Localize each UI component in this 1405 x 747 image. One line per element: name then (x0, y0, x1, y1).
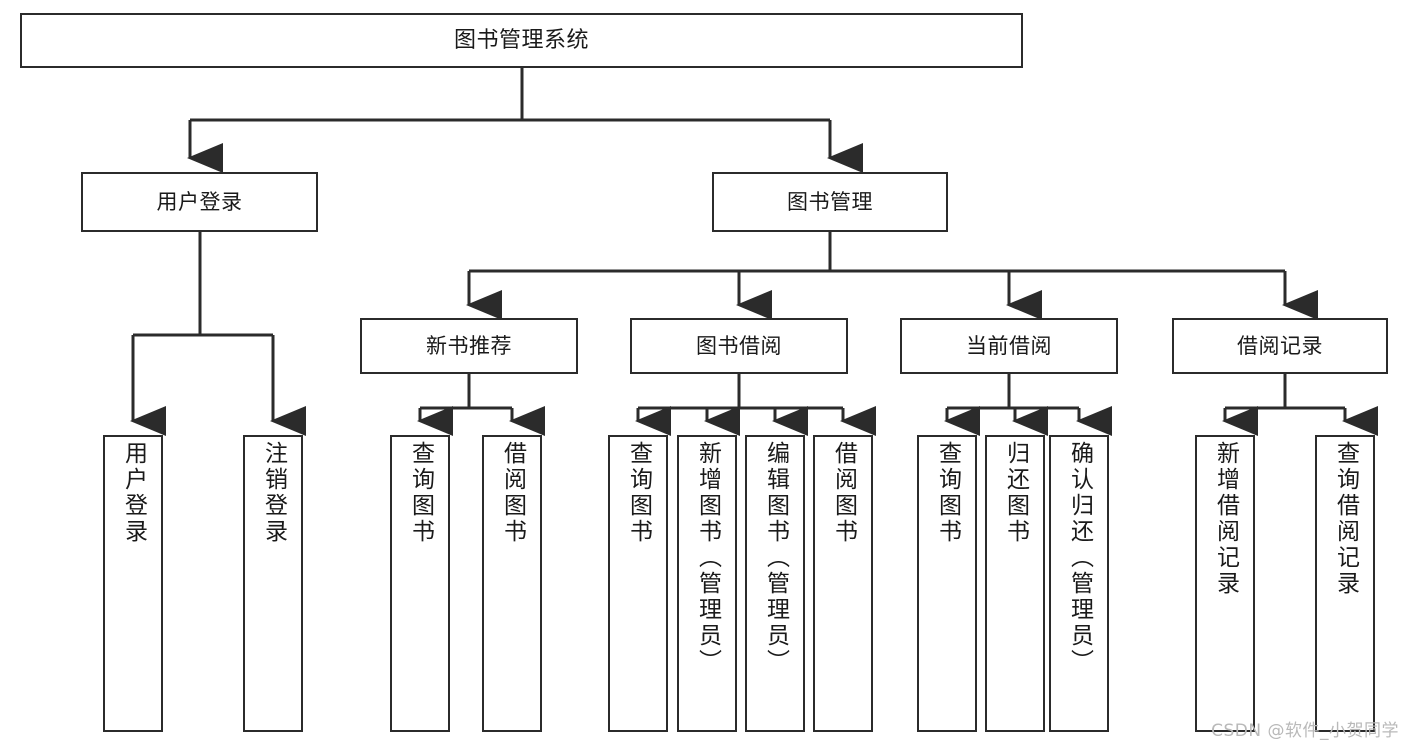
leaf-add-borrow-record[interactable]: 新增借阅记录 (1195, 435, 1255, 732)
node-user-login[interactable]: 用户登录 (81, 172, 318, 232)
node-label: 查询图书 (625, 441, 652, 545)
node-label: 新书推荐 (426, 333, 512, 358)
leaf-confirm-return-admin[interactable]: 确认归还（管理员） (1049, 435, 1109, 732)
node-book-management[interactable]: 图书管理 (712, 172, 948, 232)
node-label: 借阅记录 (1237, 333, 1323, 358)
node-label: 确认归还（管理员） (1066, 441, 1093, 675)
node-book-borrow[interactable]: 图书借阅 (630, 318, 848, 374)
leaf-borrow-book[interactable]: 借阅图书 (813, 435, 873, 732)
node-label: 查询图书 (934, 441, 961, 545)
node-root-system[interactable]: 图书管理系统 (20, 13, 1023, 68)
node-label: 归还图书 (1002, 441, 1029, 545)
node-label: 新增借阅记录 (1212, 441, 1239, 597)
node-label: 查询借阅记录 (1332, 441, 1359, 597)
node-label: 图书借阅 (696, 333, 782, 358)
leaf-edit-book-admin[interactable]: 编辑图书（管理员） (745, 435, 805, 732)
node-label: 新增图书（管理员） (694, 441, 721, 675)
leaf-user-login[interactable]: 用户登录 (103, 435, 163, 732)
node-label: 借阅图书 (499, 441, 526, 545)
leaf-query-book-borrow[interactable]: 查询图书 (608, 435, 668, 732)
leaf-return-book[interactable]: 归还图书 (985, 435, 1045, 732)
leaf-query-book-current[interactable]: 查询图书 (917, 435, 977, 732)
leaf-query-borrow-record[interactable]: 查询借阅记录 (1315, 435, 1375, 732)
leaf-add-book-admin[interactable]: 新增图书（管理员） (677, 435, 737, 732)
node-label: 查询图书 (407, 441, 434, 545)
leaf-query-book-recommend[interactable]: 查询图书 (390, 435, 450, 732)
node-borrow-record[interactable]: 借阅记录 (1172, 318, 1388, 374)
node-label: 当前借阅 (966, 333, 1052, 358)
node-current-borrow[interactable]: 当前借阅 (900, 318, 1118, 374)
leaf-logout[interactable]: 注销登录 (243, 435, 303, 732)
leaf-borrow-book-recommend[interactable]: 借阅图书 (482, 435, 542, 732)
node-label: 用户登录 (156, 189, 243, 214)
node-label: 借阅图书 (830, 441, 857, 545)
node-label: 编辑图书（管理员） (762, 441, 789, 675)
node-label: 图书管理 (787, 189, 873, 214)
node-label: 用户登录 (120, 441, 147, 545)
node-new-book-recommend[interactable]: 新书推荐 (360, 318, 578, 374)
node-label: 图书管理系统 (453, 27, 589, 53)
watermark: CSDN @软件_小贺同学 (1211, 721, 1399, 741)
node-label: 注销登录 (260, 441, 287, 545)
